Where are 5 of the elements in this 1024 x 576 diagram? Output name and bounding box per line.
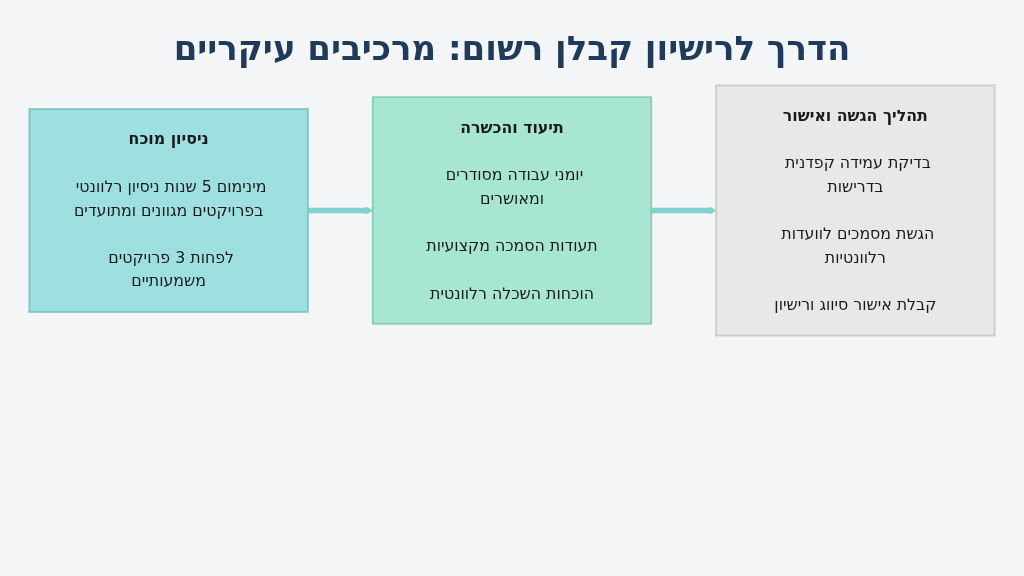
node-box: תהליך הגשה ואישור בדיקת עמידה קפדנית בדרישות הגשת מסמכים לוועדות רלוונטיות קבלת אישור סיווג ורישיון: [715, 84, 996, 337]
title: הדרך לרישיון קבלן רשום: מרכיבים עיקריים: [172, 28, 852, 68]
arrow: [651, 206, 717, 215]
node-box: תיעוד והכשרה יומני עבודה מסודרים ומאושרים תעודות הסמכה מקצועיות הוכחות השכלה רלוונטית: [371, 96, 653, 325]
node-box: ניסיון מוכח מינימום 5 שנות ניסיון רלוונטי בפרויקטים מגוונים ומתועדים לפחות 3 פרויקטים משמעותיים: [28, 108, 309, 313]
